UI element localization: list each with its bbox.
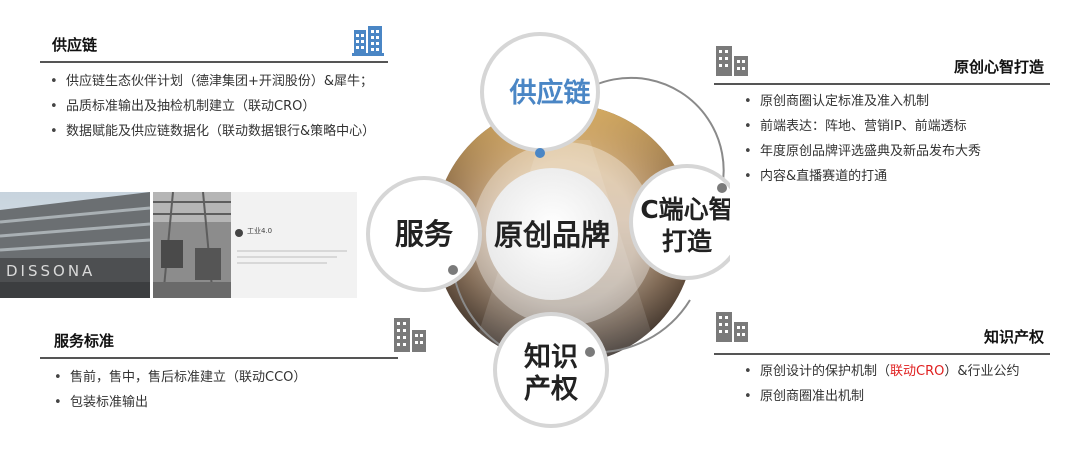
list-item: 原创商圈准出机制	[742, 384, 1050, 409]
list-item: 数据赋能及供应链数据化（联动数据银行&策略中心）	[48, 119, 378, 144]
cro-highlight: 联动CRO	[890, 364, 945, 379]
supply-chain-panel: 供应链 供应链生态伙伴计划（德津集团+开润股份）&犀牛； 品质标准输出及抽检机制…	[40, 34, 388, 144]
industry-slide: 工业4.0	[231, 192, 357, 298]
mind-rule	[714, 83, 1050, 85]
list-item: 原创设计的保护机制（联动CRO）&行业公约	[742, 359, 1050, 384]
mind-title: 原创心智打造	[953, 58, 1044, 76]
supply-chain-title: 供应链	[52, 36, 98, 54]
slide-title: 工业4.0	[247, 227, 273, 235]
ip-title: 知识产权	[983, 328, 1044, 346]
list-item: 内容&直播赛道的打通	[742, 164, 1050, 189]
building-icon	[716, 46, 748, 76]
supply-chain-rule	[40, 61, 388, 63]
right-label-line1: C端心智	[640, 195, 730, 224]
connector-dot	[535, 148, 545, 158]
top-label: 供应链	[509, 77, 591, 109]
connector-dot	[448, 265, 458, 275]
factory-photo	[153, 192, 231, 298]
bottom-label-line2: 产权	[524, 374, 578, 405]
ip-list: 原创设计的保护机制（联动CRO）&行业公约 原创商圈准出机制	[714, 359, 1050, 409]
list-item: 原创商圈认定标准及准入机制	[742, 89, 1050, 114]
left-label: 服务	[395, 217, 453, 251]
center-disc	[486, 168, 618, 300]
ip-panel: 知识产权 原创设计的保护机制（联动CRO）&行业公约 原创商圈准出机制	[714, 326, 1050, 409]
slide-text-line	[237, 262, 327, 264]
bottom-circle	[493, 312, 609, 428]
slide-text-line	[237, 250, 347, 252]
supply-chain-list: 供应链生态伙伴计划（德津集团+开润股份）&犀牛； 品质标准输出及抽检机制建立（联…	[40, 69, 378, 144]
building-icon	[716, 312, 748, 342]
slide-bullet-icon	[235, 229, 243, 237]
building-sign-text: DISSONA	[6, 262, 95, 280]
service-rule	[40, 357, 398, 359]
building-icon	[352, 26, 384, 56]
service-list: 售前，售中，售后标准建立（联动CCO） 包装标准输出	[40, 365, 398, 415]
list-item: 包装标准输出	[52, 390, 398, 415]
left-circle	[366, 176, 482, 292]
right-label-line2: 打造	[662, 227, 712, 256]
list-item: 供应链生态伙伴计划（德津集团+开润股份）&犀牛；	[48, 69, 378, 94]
slide-text-line	[237, 256, 337, 258]
service-title: 服务标准	[54, 332, 115, 350]
connector-dot	[717, 183, 727, 193]
right-circle	[629, 164, 730, 280]
mind-list: 原创商圈认定标准及准入机制 前端表达：阵地、营销IP、前端透标 年度原创品牌评选…	[714, 89, 1050, 189]
list-item: 品质标准输出及抽检机制建立（联动CRO）	[48, 94, 378, 119]
bottom-label-line1: 知识	[524, 342, 578, 373]
center-label: 原创品牌	[494, 218, 610, 252]
mind-panel: 原创心智打造 原创商圈认定标准及准入机制 前端表达：阵地、营销IP、前端透标 年…	[714, 56, 1050, 189]
list-item: 前端表达：阵地、营销IP、前端透标	[742, 114, 1050, 139]
list-item: 售前，售中，售后标准建立（联动CCO）	[52, 365, 398, 390]
service-panel: 服务标准 售前，售中，售后标准建立（联动CCO） 包装标准输出	[40, 330, 398, 415]
ip-item-text: 原创设计的保护机制（	[760, 364, 891, 379]
ip-item-text: ）&行业公约	[944, 364, 1020, 379]
building-photo: DISSONA	[0, 192, 150, 298]
connector-dot	[585, 347, 595, 357]
list-item: 年度原创品牌评选盛典及新品发布大秀	[742, 139, 1050, 164]
ip-rule	[714, 353, 1050, 355]
brand-diagram: 原创品牌 供应链 服务 C端心智 打造 知识 产权	[366, 32, 730, 428]
building-icon	[394, 318, 426, 352]
